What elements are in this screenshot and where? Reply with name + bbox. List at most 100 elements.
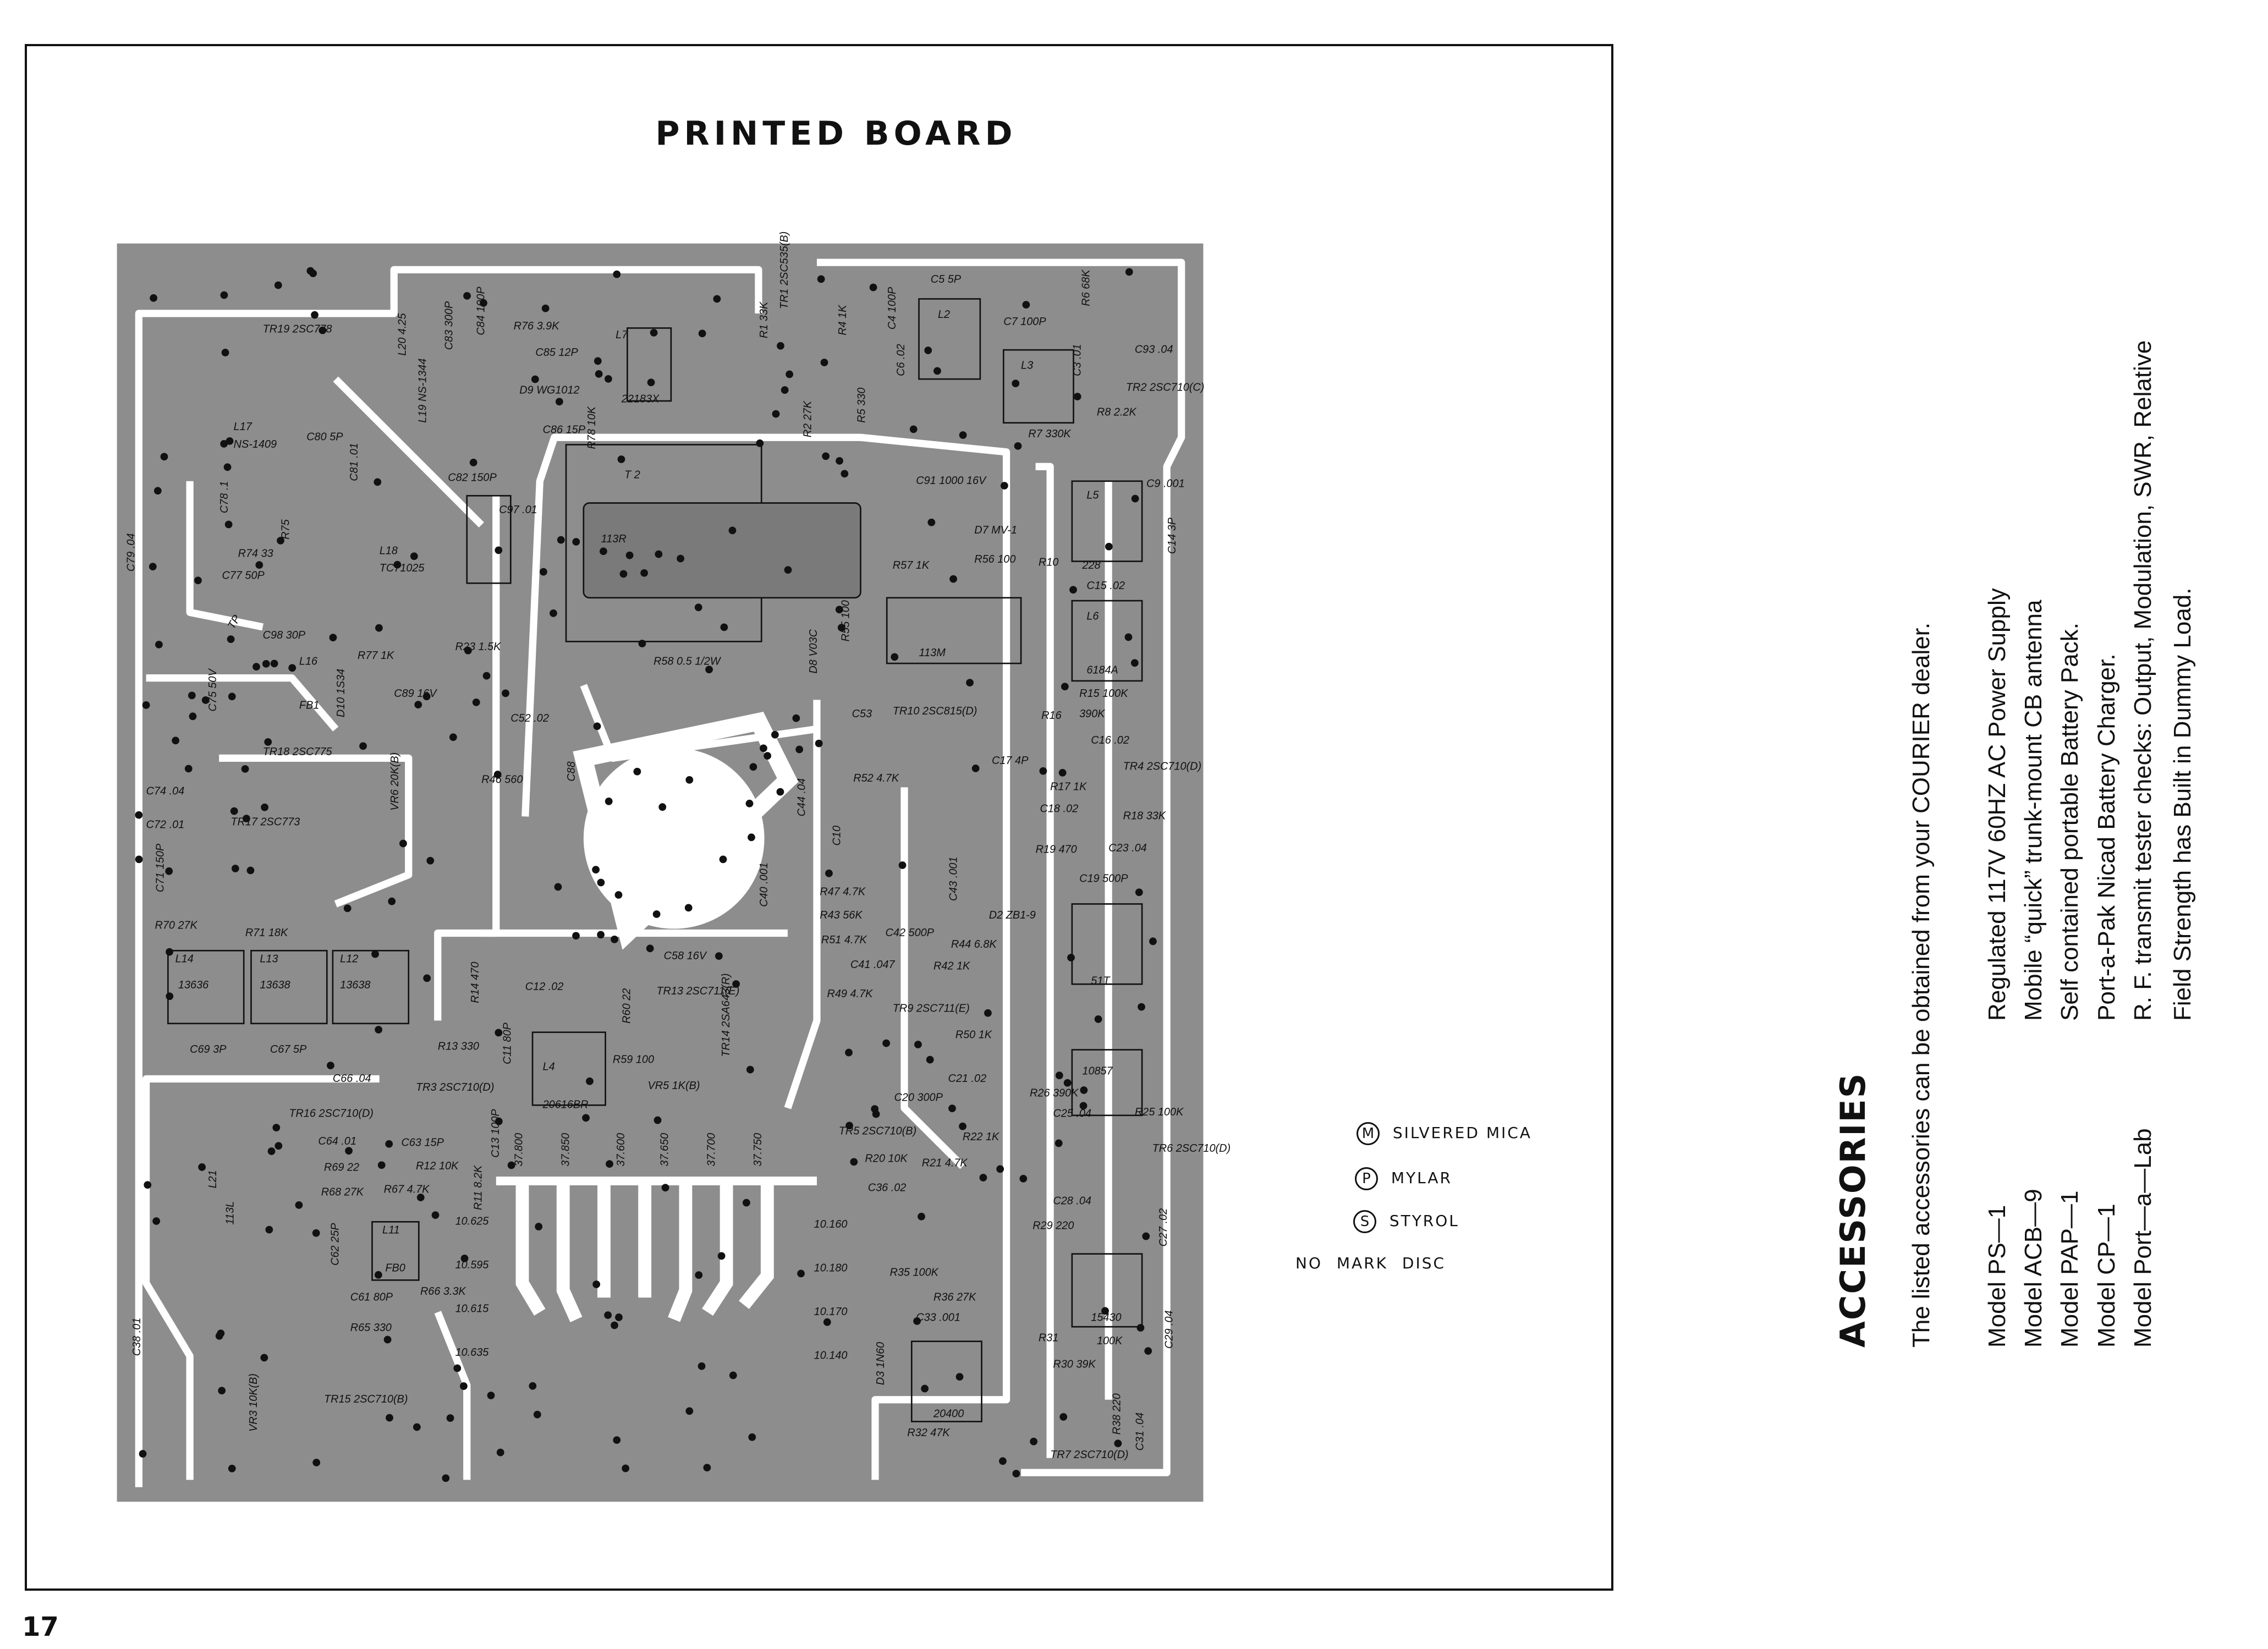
solder-pad — [277, 537, 284, 545]
component-label: R59 100 — [613, 1053, 654, 1065]
component-label: R20 10K — [865, 1153, 908, 1165]
component-label: 13636 — [178, 979, 209, 991]
component-label: C18 .02 — [1040, 802, 1079, 815]
solder-pad — [265, 1225, 273, 1234]
component-label: 228 — [1081, 559, 1100, 571]
component-label: R36 27K — [933, 1291, 976, 1303]
board-frame — [25, 44, 1613, 1591]
solder-pad — [453, 1364, 462, 1372]
component-label: C29 .04 — [1163, 1310, 1176, 1349]
component-label: R78 10K — [586, 406, 598, 449]
component-label: C66 .04 — [333, 1073, 371, 1085]
solder-pad — [135, 855, 143, 864]
mounting-hole — [583, 747, 765, 929]
solder-pad — [554, 883, 562, 891]
component-label: C9 .001 — [1146, 477, 1185, 490]
styrol-symbol-icon: S — [1353, 1210, 1376, 1233]
solder-pad — [264, 738, 272, 746]
component-label: C69 3P — [190, 1043, 227, 1056]
component-label: C44 .04 — [796, 778, 808, 817]
component-label: TR6 2SC710(D) — [1152, 1142, 1231, 1155]
coil-113m-label: 113M — [919, 647, 946, 659]
solder-pad — [469, 458, 477, 466]
solder-pad — [255, 561, 263, 569]
solder-pad — [640, 569, 649, 577]
component-label: L3 — [1021, 360, 1033, 372]
solder-pad — [825, 869, 833, 877]
component-label: C78 .1 — [218, 481, 230, 514]
component-label: C85 12P — [535, 347, 578, 359]
component-label: R43 56K — [820, 909, 863, 921]
solder-pad — [869, 283, 877, 292]
component-label: C75 50V — [207, 668, 219, 711]
solder-pad — [1080, 1086, 1088, 1094]
solder-pad — [646, 944, 654, 953]
component-label: D10 1S34 — [335, 669, 347, 717]
component-label: R66 3.3K — [420, 1285, 466, 1298]
accessory-desc: Regulated 117V 60HZ AC Power Supply — [1984, 588, 2011, 1021]
legend-no-mark: NO MARK DISC — [1295, 1254, 1446, 1272]
solder-pad — [1101, 1307, 1109, 1315]
component-label: C77 50P — [222, 569, 265, 581]
component-label: R44 6.8K — [951, 938, 997, 950]
solder-pad — [835, 606, 843, 614]
solder-pad — [531, 375, 539, 383]
solder-pad — [771, 730, 779, 739]
component-label: R16 — [1041, 710, 1062, 722]
component-label: C53 — [852, 708, 872, 720]
component-label: C83 300P — [443, 301, 455, 350]
component-label: C52 .02 — [510, 712, 549, 724]
component-label: R74 33 — [238, 548, 273, 560]
legend-silvered-mica: M SILVERED MICA — [1357, 1122, 1532, 1145]
solder-pad — [698, 1362, 706, 1370]
solder-pad — [153, 487, 162, 495]
component-label: R4 1K — [837, 305, 849, 336]
solder-pad — [647, 378, 655, 387]
solder-pad — [139, 1450, 147, 1458]
solder-pad — [638, 640, 646, 647]
solder-pad — [309, 270, 317, 277]
component-label: C82 150P — [448, 472, 497, 484]
component-label: NS-1409 — [234, 438, 277, 450]
component-label: R47 4.7K — [820, 886, 866, 898]
solder-pad — [694, 603, 702, 612]
solder-pad — [949, 575, 957, 583]
component-label: 113L — [224, 1201, 237, 1225]
solder-pad — [220, 291, 228, 299]
component-label: L11 — [382, 1224, 400, 1236]
component-label: L19 NS-1344 — [417, 359, 429, 423]
component-label: R56 100 — [974, 553, 1015, 565]
solder-pad — [371, 950, 379, 958]
component-label: C98 30P — [263, 629, 306, 641]
component-label: D7 MV-1 — [974, 524, 1017, 536]
solder-pad — [777, 342, 784, 350]
component-label: 37.800 — [513, 1133, 525, 1167]
solder-pad — [385, 1140, 393, 1148]
solder-pad — [155, 641, 163, 648]
solder-pad — [272, 1124, 281, 1131]
accessory-desc: Mobile “quick” trunk-mount CB antenna — [2020, 600, 2047, 1021]
component-label: R1 33K — [758, 301, 770, 338]
solder-pad — [416, 1194, 425, 1201]
solder-pad — [836, 457, 843, 465]
solder-pad — [172, 736, 180, 745]
component-label: C13 100P — [490, 1109, 502, 1158]
accessory-desc-continuation: Field Strength has Built in Dummy Load. — [2169, 587, 2196, 1021]
component-label: C63 15P — [401, 1136, 444, 1148]
solder-pad — [460, 1254, 469, 1262]
solder-pad — [743, 1199, 750, 1207]
component-label: C27 .02 — [1157, 1208, 1169, 1247]
component-label: 390K — [1079, 708, 1105, 720]
solder-pad — [720, 623, 728, 631]
component-label: R67 4.7K — [384, 1183, 430, 1195]
component-label: L14 — [175, 953, 194, 965]
solder-pad — [423, 974, 431, 982]
component-label: R18 33K — [1123, 810, 1166, 822]
component-label: R32 47K — [907, 1427, 950, 1439]
component-label: C67 5P — [270, 1043, 307, 1056]
accessories-intro: The listed accessories can be obtained f… — [1908, 622, 1935, 1348]
component-label: C61 80P — [350, 1291, 393, 1303]
component-label: C17 4P — [992, 755, 1029, 767]
component-label: R70 27K — [155, 920, 198, 932]
component-label: C88 — [565, 761, 578, 781]
